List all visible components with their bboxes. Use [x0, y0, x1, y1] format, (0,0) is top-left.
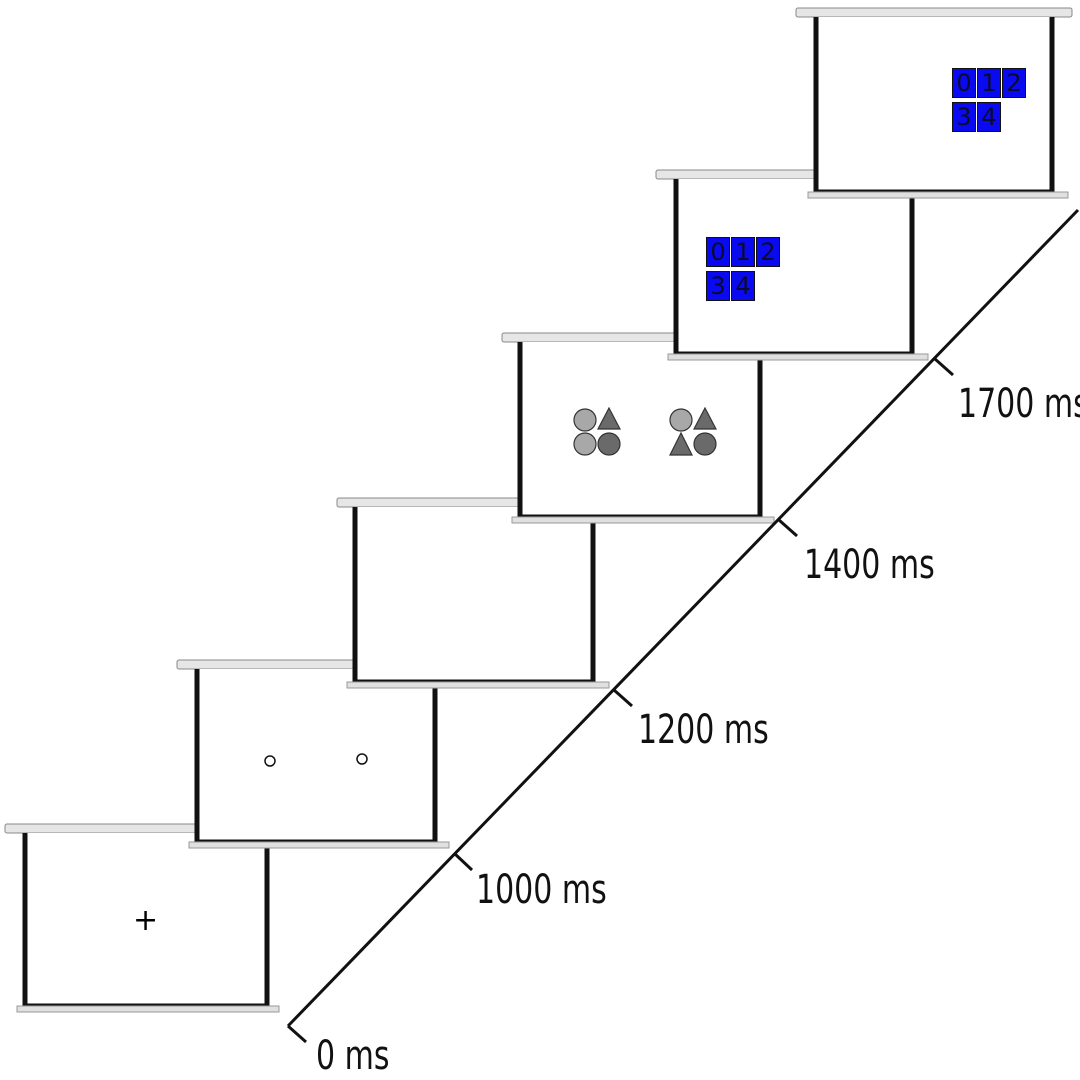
response-key-0: 0 [952, 68, 976, 98]
time-label-1700: 1700 ms [958, 381, 1080, 427]
timeline-tick-1400 [778, 518, 798, 538]
response-key-1: 1 [977, 68, 1001, 98]
triangle-shape [669, 431, 693, 456]
circle-shape [693, 432, 717, 456]
circle-shape [573, 432, 597, 456]
circle-shape [573, 408, 597, 432]
fixation-cross: + [133, 903, 159, 938]
projector-screen-frame [176, 659, 456, 849]
timeline-tick-1700 [934, 357, 954, 377]
projector-screen-frame [4, 823, 286, 1013]
timeline-tick-1200 [613, 688, 633, 708]
projector-screen-frame [655, 169, 933, 361]
circle-shape [597, 432, 621, 456]
time-label-0: 0 ms [316, 1033, 390, 1079]
circle-shape [669, 408, 693, 432]
projector-screen-frame [795, 7, 1073, 199]
response-key-3: 3 [952, 102, 976, 132]
response-key-2: 2 [1002, 68, 1026, 98]
timeline-tick-1000 [453, 852, 474, 872]
shape-cluster-left [573, 406, 621, 456]
time-label-1000: 1000 ms [476, 867, 607, 913]
response-key-grid: 0 1 2 3 4 [952, 68, 1032, 132]
time-label-1400: 1400 ms [804, 542, 935, 588]
timeline-line [286, 208, 1080, 1028]
response-key-4: 4 [731, 271, 755, 301]
triangle-shape [597, 406, 621, 430]
placeholder-circle-left [264, 755, 276, 767]
response-key-2: 2 [756, 237, 780, 267]
response-key-4: 4 [977, 102, 1001, 132]
response-key-1: 1 [731, 237, 755, 267]
response-screen-2: 0 1 2 3 4 [795, 7, 1076, 199]
response-screen-1: 0 1 2 3 4 [655, 169, 936, 361]
response-key-grid: 0 1 2 3 4 [706, 237, 786, 301]
triangle-shape [693, 406, 717, 430]
time-label-1200: 1200 ms [638, 707, 769, 753]
cue-screen [176, 659, 457, 849]
response-key-3: 3 [706, 271, 730, 301]
shape-cluster-right [669, 406, 717, 456]
fixation-screen: + [4, 823, 286, 1013]
timeline-tick-0 [287, 1024, 307, 1044]
response-key-0: 0 [706, 237, 730, 267]
placeholder-circle-right [356, 753, 368, 765]
